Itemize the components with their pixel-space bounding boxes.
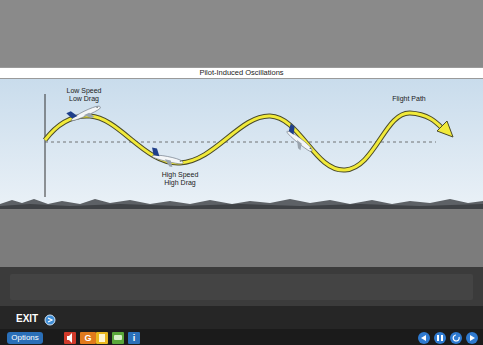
speed-drag-label: High Speed High Drag [158,171,202,187]
speed-drag-label: Low Speed Low Drag [62,87,106,103]
options-button: Options [7,332,43,344]
button-text: i [133,332,136,344]
button-text: G [84,332,91,344]
diagram-title: Pilot-Induced Oscillations [0,68,483,77]
exit-button: EXIT [16,313,46,325]
flight-path-label: Flight Path [384,95,434,103]
info-icon: i [128,332,140,344]
button-text: Options [11,332,39,344]
glossary-icon: G [80,332,96,344]
